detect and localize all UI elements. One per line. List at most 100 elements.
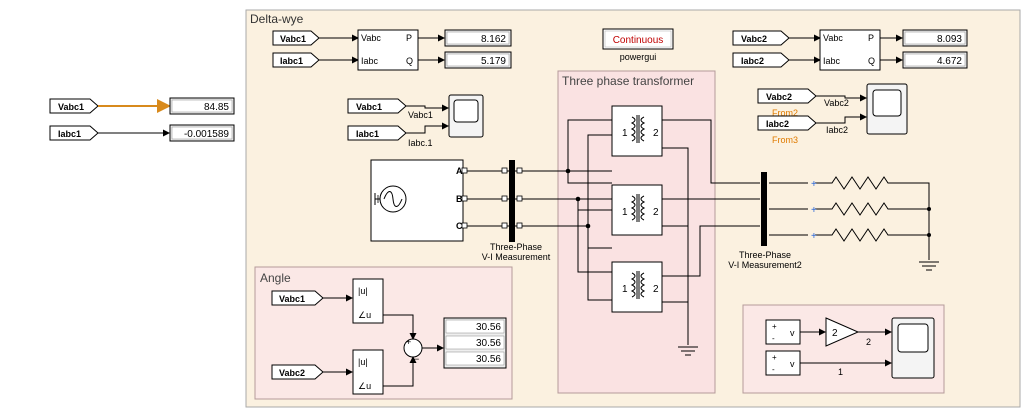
delta-wye-title: Delta-wye: [250, 12, 304, 26]
display-value: 4.672: [937, 56, 962, 67]
winding-label: 2: [653, 284, 659, 295]
gain-block[interactable]: 2: [825, 317, 860, 347]
display-value: 30.56: [476, 354, 501, 365]
display-left-voltage[interactable]: 84.85: [169, 97, 235, 115]
from-tag-vabc1-angle[interactable]: Vabc1: [271, 290, 324, 306]
port-label: B: [456, 194, 463, 204]
load-markers: + + +: [811, 179, 931, 242]
signal-line[interactable]: [406, 104, 449, 112]
transformer-2[interactable]: 1 2: [611, 184, 663, 236]
junction-dots: [565, 168, 591, 229]
from-tag-vabc1-pq1[interactable]: Vabc1: [272, 30, 320, 46]
from-tag-iabc2-pq2[interactable]: Iabc2: [732, 52, 790, 68]
powergui-label: powergui: [620, 52, 657, 62]
block-port-label: |u|: [358, 357, 368, 367]
voltmeter-terminal: +: [772, 353, 777, 362]
power-pq-block-2[interactable]: Vabc Iabc P Q: [819, 29, 881, 71]
vi-measurement-1[interactable]: Three-Phase V-I Measurement: [482, 160, 551, 262]
display-angle[interactable]: 30.56 30.56 30.56: [443, 317, 507, 369]
display-pq2-p[interactable]: 8.093: [902, 29, 968, 47]
complex-to-polar-2[interactable]: |u| ∠u: [352, 349, 384, 395]
tag-label: Vabc2: [766, 92, 792, 102]
tag-label: Iabc1: [58, 129, 81, 139]
ground-load: [919, 261, 939, 271]
display-value: 8.162: [481, 34, 506, 45]
port-label: Iabc: [361, 56, 379, 66]
from-tag-vabc2-angle[interactable]: Vabc2: [271, 364, 324, 380]
tag-label: Vabc1: [58, 102, 84, 112]
display-pq1-p[interactable]: 8.162: [444, 29, 512, 47]
signal-label: 2: [866, 337, 871, 347]
from-tag-iabc2-scope[interactable]: Iabc2: [757, 115, 817, 131]
scope-input-label: Iabc2: [826, 125, 848, 135]
display-value: -0.001589: [184, 129, 229, 140]
goto-tag-iabc1-left[interactable]: Iabc1: [49, 125, 99, 141]
scope-input-label: Vabc1: [408, 110, 433, 120]
port-label: Iabc: [823, 56, 841, 66]
display-value: 84.85: [204, 102, 229, 113]
powergui-mode: Continuous: [613, 35, 664, 46]
three-phase-source[interactable]: A B C: [370, 159, 464, 242]
angle-area-title: Angle: [260, 271, 291, 285]
signal-line[interactable]: [383, 356, 417, 387]
voltmeter-output: v: [790, 328, 795, 338]
vi-measurement-2[interactable]: Three-Phase V-I Measurement2: [728, 172, 802, 270]
display-value: 8.093: [937, 34, 962, 45]
voltage-measurement-2[interactable]: + - v: [765, 350, 801, 376]
from-tag-vabc2-pq2[interactable]: Vabc2: [732, 30, 790, 46]
port-label: Vabc: [823, 33, 843, 43]
powergui-block[interactable]: Continuous powergui: [602, 28, 674, 62]
sum-block[interactable]: + −: [403, 337, 423, 364]
svg-text:+: +: [811, 205, 817, 216]
phase-lines-primary[interactable]: [463, 119, 612, 301]
transformer-area-title: Three phase transformer: [562, 74, 694, 88]
signal-line[interactable]: [383, 314, 417, 340]
winding-label: 1: [622, 207, 628, 218]
scope-input-label: Iabc.1: [408, 138, 433, 148]
scope-1[interactable]: [448, 94, 484, 138]
voltage-measurement-1[interactable]: + - v: [765, 319, 801, 345]
voltmeter-output: v: [790, 359, 795, 369]
transformer-1[interactable]: 1 2: [611, 105, 663, 157]
block-label: Three-Phase: [739, 250, 791, 260]
scope-3[interactable]: [891, 317, 935, 379]
voltmeter-terminal: +: [772, 322, 777, 331]
signal-line[interactable]: [816, 94, 867, 102]
tag-label: Vabc2: [741, 34, 767, 44]
display-pq2-q[interactable]: 4.672: [902, 51, 968, 69]
winding-label: 1: [622, 284, 628, 295]
svg-text:+: +: [811, 231, 817, 242]
power-pq-block-1[interactable]: Vabc Iabc P Q: [357, 29, 419, 71]
from-tag-iabc1-pq1[interactable]: Iabc1: [272, 52, 320, 68]
port-label: Vabc: [361, 33, 381, 43]
signal-line[interactable]: [816, 113, 867, 124]
transformer-3[interactable]: 1 2: [611, 261, 663, 313]
port-label: Q: [406, 56, 413, 66]
port-label: P: [406, 33, 412, 43]
goto-tag-vabc1-left[interactable]: Vabc1: [49, 98, 99, 114]
scope-2[interactable]: [866, 83, 908, 135]
display-pq1-q[interactable]: 5.179: [444, 51, 512, 69]
block-port-label: ∠u: [358, 310, 371, 320]
tag-caption: From2: [772, 108, 798, 118]
phase-lines-secondary[interactable]: [662, 119, 808, 345]
tag-label: Vabc1: [279, 294, 305, 304]
voltmeter-terminal: -: [772, 365, 775, 374]
block-port-label: ∠u: [358, 381, 371, 391]
from-tag-iabc1-scope[interactable]: Iabc1: [347, 125, 407, 141]
signal-line[interactable]: [406, 122, 449, 134]
block-label: V-I Measurement2: [728, 260, 802, 270]
display-left-current[interactable]: -0.001589: [169, 124, 235, 142]
from-tag-vabc2-scope[interactable]: Vabc2: [757, 88, 817, 104]
winding-label: 1: [622, 128, 628, 139]
gain-value: 2: [832, 328, 838, 339]
from-tag-vabc1-scope[interactable]: Vabc1: [347, 98, 407, 114]
tag-label: Vabc2: [279, 368, 305, 378]
block-label: V-I Measurement: [482, 252, 551, 262]
complex-to-polar-1[interactable]: |u| ∠u: [352, 278, 384, 324]
port-label: P: [868, 33, 874, 43]
port-label: C: [456, 221, 463, 231]
scope-input-label: Vabc2: [824, 98, 849, 108]
port-label: Q: [868, 56, 875, 66]
